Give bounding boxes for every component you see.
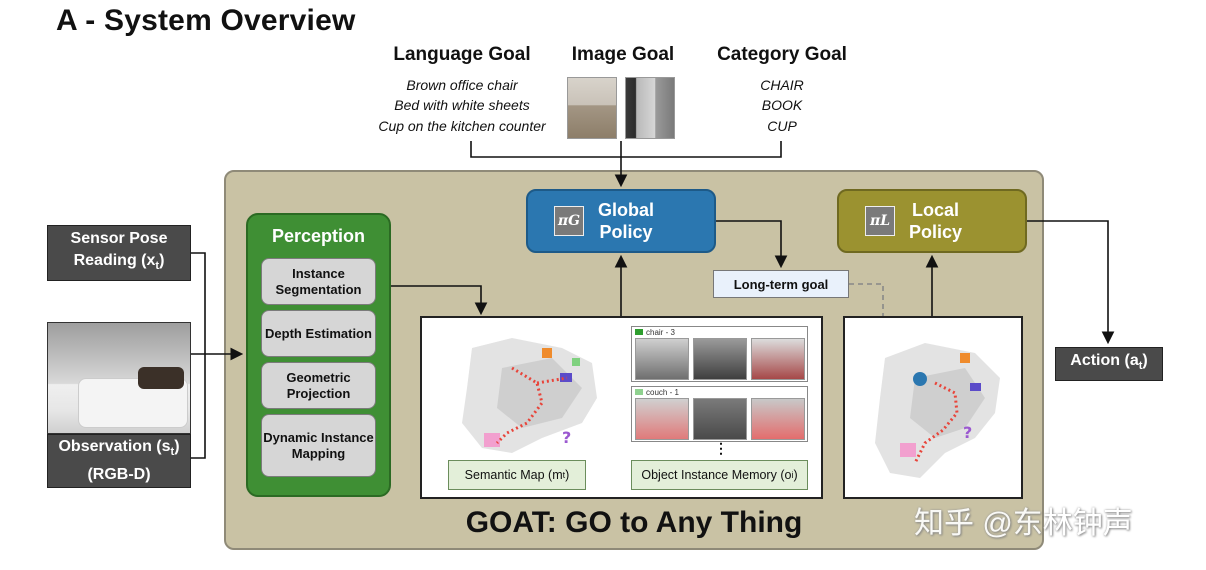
global-policy-line1: Global <box>598 200 655 220</box>
observation-line2: (RGB-D) <box>87 465 151 483</box>
observation-text: Observation (s <box>58 438 171 456</box>
local-policy-line1: Local <box>912 200 960 220</box>
couch-color-swatch <box>635 389 643 395</box>
section-title: A - System Overview <box>56 4 356 37</box>
geometric-projection-module: Geometric Projection <box>261 362 376 409</box>
semantic-map-drawing: ? <box>462 338 597 453</box>
local-map-box: ? <box>843 316 1023 499</box>
memory-card-chair-label: chair - 3 <box>646 328 675 337</box>
memory-thumbnail <box>693 338 747 380</box>
observation-line1: Observation (st) <box>58 436 179 463</box>
memory-card-label: couch - 1 <box>635 388 679 397</box>
object-memory-text: Object Instance Memory (o <box>641 468 792 482</box>
semantic-map-sub: t <box>562 470 566 480</box>
category-goal-item: CHAIR <box>760 77 804 93</box>
observation-box: Observation (st) (RGB-D) <box>47 434 191 488</box>
pi-l-symbol: πL <box>865 206 895 236</box>
semantic-map-text: Semantic Map (m <box>464 468 563 482</box>
observation-close: ) <box>174 438 180 456</box>
observation-image <box>47 322 191 434</box>
svg-text:?: ? <box>562 428 571 447</box>
action-text: Action (a <box>1070 352 1139 370</box>
cushion-shape <box>138 367 184 389</box>
image-goal-heading: Image Goal <box>571 44 675 65</box>
depth-estimation-module: Depth Estimation <box>261 310 376 357</box>
local-policy-box: πL Local Policy <box>837 189 1027 253</box>
sensor-pose-line1: Sensor Pose <box>70 230 168 248</box>
object-memory-sub: i <box>791 470 794 480</box>
dynamic-instance-mapping-module: Dynamic Instance Mapping <box>261 414 376 477</box>
sensor-pose-sub: t <box>155 260 160 273</box>
memory-thumbnail <box>751 338 805 380</box>
memory-card-couch-label: couch - 1 <box>646 388 679 397</box>
memory-thumbnail <box>693 398 747 440</box>
language-goal-heading: Language Goal <box>393 44 531 65</box>
image-goal-fridge-photo <box>625 77 675 139</box>
language-goal-item: Bed with white sheets <box>394 97 530 113</box>
global-policy-label: Global Policy <box>598 199 654 243</box>
observation-sub: t <box>170 446 175 459</box>
global-policy-box: πG Global Policy <box>526 189 716 253</box>
category-goal-heading: Category Goal <box>717 44 847 65</box>
category-goal-item: CUP <box>767 118 797 134</box>
instance-segmentation-module: Instance Segmentation <box>261 258 376 305</box>
category-goal-item: BOOK <box>761 97 803 113</box>
action-box: Action (at) <box>1055 347 1163 381</box>
sensor-pose-close: ) <box>159 252 165 270</box>
watermark: 知乎 @东林钟声 <box>914 507 1133 540</box>
local-policy-label: Local Policy <box>909 199 962 243</box>
action-line: Action (at) <box>1070 350 1147 377</box>
language-goal-item: Cup on the kitchen counter <box>378 118 546 134</box>
image-goal-chair-photo <box>567 77 617 139</box>
svg-text:?: ? <box>963 423 972 442</box>
pi-g-symbol: πG <box>554 206 584 236</box>
sensor-pose-line2: Reading (xt) <box>74 250 165 277</box>
perception-title: Perception <box>271 226 366 246</box>
local-policy-line2: Policy <box>909 222 963 242</box>
long-term-goal-box: Long-term goal <box>713 270 849 298</box>
goat-title: GOAT: GO to Any Thing <box>465 506 803 539</box>
local-map-drawing: ? <box>875 343 1000 478</box>
memory-card-chair: chair - 3 <box>631 326 808 382</box>
memory-card-label: chair - 3 <box>635 328 675 337</box>
action-sub: t <box>1138 360 1143 373</box>
sensor-pose-box: Sensor Pose Reading (xt) <box>47 225 191 281</box>
memory-thumbnail <box>635 338 689 380</box>
memory-card-couch: couch - 1 <box>631 386 808 442</box>
more-ellipsis: ⋮ <box>714 440 728 456</box>
memory-thumbnail <box>635 398 689 440</box>
sensor-pose-text: Reading (x <box>73 252 156 270</box>
action-close: ) <box>1142 352 1148 370</box>
global-policy-line2: Policy <box>599 222 653 242</box>
chair-color-swatch <box>635 329 643 335</box>
memory-thumbnail <box>751 398 805 440</box>
language-goal-item: Brown office chair <box>406 77 518 93</box>
